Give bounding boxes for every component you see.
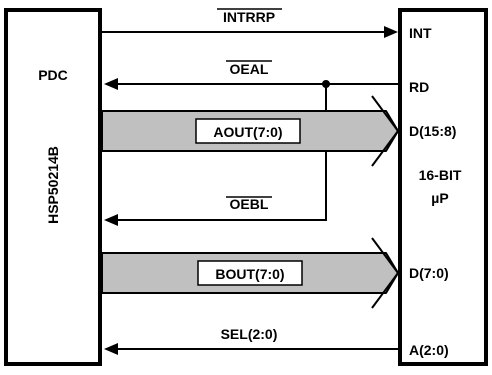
oebl-signal (104, 84, 327, 226)
bout-label: BOUT(7:0) (215, 266, 284, 282)
intrrp-label: INTRRP (223, 9, 275, 25)
microprocessor-label-line1: 16-BIT (419, 167, 462, 183)
oeal-signal (104, 78, 398, 90)
sel-signal (104, 343, 398, 355)
pin-d-low-label: D(7:0) (409, 265, 449, 281)
aout-label: AOUT(7:0) (213, 124, 282, 140)
pdc-label: PDC (38, 67, 68, 83)
intrrp-signal (102, 26, 398, 38)
part-number-label: HSP50214B (45, 146, 61, 224)
sel-label: SEL(2:0) (221, 326, 278, 342)
oeal-label: OEAL (230, 61, 269, 77)
microprocessor-label-line2: µP (431, 190, 448, 206)
aout-label-box (195, 118, 301, 144)
pin-rd-label: RD (409, 79, 429, 95)
microprocessor-block (398, 8, 488, 366)
oebl-label: OEBL (230, 196, 269, 212)
pin-d-high-label: D(15:8) (409, 123, 456, 139)
bout-label-box (197, 260, 303, 286)
pin-addr-label: A(2:0) (409, 342, 449, 358)
pdc-block (4, 8, 102, 366)
pin-int-label: INT (409, 25, 432, 41)
